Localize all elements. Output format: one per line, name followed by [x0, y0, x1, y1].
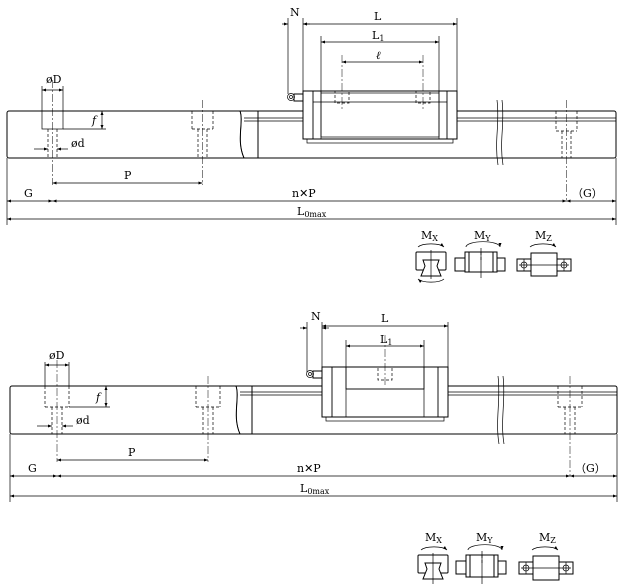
grease-nipple-1	[287, 93, 304, 102]
svg-text:MX: MX	[425, 531, 442, 545]
rail-2	[9, 360, 618, 476]
dimension-phiD-2: øD	[44, 349, 70, 386]
rail2-hole-mid	[195, 376, 221, 462]
label-Lmax: L0max	[297, 205, 327, 219]
rail2-hole-left	[44, 360, 70, 462]
moment-icons-1: MX MY MZ	[415, 229, 572, 283]
carriage-block-1	[287, 55, 470, 144]
dimension-phid-2: ød	[37, 414, 90, 428]
label-f: f	[91, 114, 98, 127]
dimension-P-1: P	[52, 169, 203, 185]
label-phid-2: ød	[76, 414, 90, 427]
label-G-right-2: （G）	[575, 462, 606, 475]
label-f-2: f	[95, 391, 102, 404]
label-nxP-2: n✕P	[297, 462, 321, 475]
label-Lmax-2: L0max	[300, 482, 330, 496]
svg-text:MY: MY	[476, 531, 493, 545]
dimension-G-nP-1: G n✕P （G）	[6, 158, 617, 225]
dimension-L1-1: L1	[320, 29, 440, 93]
label-phiD-2: øD	[49, 349, 65, 362]
rail-hole-left	[41, 80, 64, 185]
label-ell: ℓ	[376, 49, 381, 62]
svg-text:MZ: MZ	[539, 531, 556, 545]
rail2-hole-right	[557, 376, 583, 476]
moment-my-icon-2: MY	[455, 531, 507, 584]
dimension-phid-1: ød	[34, 137, 85, 151]
label-L: L	[374, 10, 382, 23]
label-phid: ød	[71, 137, 85, 150]
carriage-block-2	[306, 335, 449, 422]
moment-mz-icon-2: MZ	[518, 531, 574, 581]
svg-text:MX: MX	[421, 229, 438, 243]
label-L1: L1	[372, 29, 384, 43]
dimension-L-1: L	[303, 10, 458, 91]
dimension-N-2: N	[300, 310, 329, 372]
block-tap-left	[334, 55, 350, 110]
label-P-2: P	[128, 446, 136, 459]
moment-mx-icon: MX	[415, 229, 447, 283]
block2-tap	[377, 335, 393, 386]
svg-text:MY: MY	[474, 229, 491, 243]
label-phiD: øD	[46, 73, 62, 86]
moment-mz-icon: MZ	[516, 229, 572, 277]
moment-mx-icon-2: MX	[417, 531, 449, 584]
dimension-L1-2: L1	[345, 333, 425, 367]
drawing-1: N L L1 ℓ øD ød	[6, 6, 617, 283]
dimension-Lmax-1: L0max	[7, 205, 616, 221]
dimension-G-nP-2: G n✕P （G）	[9, 434, 618, 502]
rail-hole-right	[555, 100, 578, 200]
label-G: G	[24, 187, 33, 200]
label-P: P	[124, 169, 132, 182]
label-G-2: G	[28, 462, 37, 475]
dimension-N-1: N	[282, 6, 310, 94]
moment-my-icon: MY	[454, 229, 506, 278]
label-nxP: n✕P	[292, 187, 316, 200]
dimension-L-2: L	[322, 312, 449, 367]
dimension-phiD-1: øD	[41, 73, 64, 111]
label-L-2: L	[381, 312, 389, 325]
label-L1-2: L1	[380, 333, 392, 347]
dimension-f-1: f	[63, 110, 106, 130]
rail-hole-mid	[191, 100, 214, 185]
drawing-2: N L L1 øD ød f	[9, 310, 618, 584]
moment-icons-2: MX MY MZ	[417, 531, 574, 584]
label-N-2: N	[311, 310, 321, 323]
label-G-right: （G）	[572, 187, 603, 200]
label-N: N	[290, 6, 300, 19]
grease-nipple-2	[306, 370, 323, 379]
dimension-P-2: P	[57, 446, 208, 462]
dimension-ell-1: ℓ	[342, 49, 423, 64]
dimension-f-2: f	[69, 385, 110, 408]
svg-text:MZ: MZ	[535, 229, 552, 243]
block-tap-right	[415, 55, 431, 110]
dimension-Lmax-2: L0max	[10, 482, 617, 498]
